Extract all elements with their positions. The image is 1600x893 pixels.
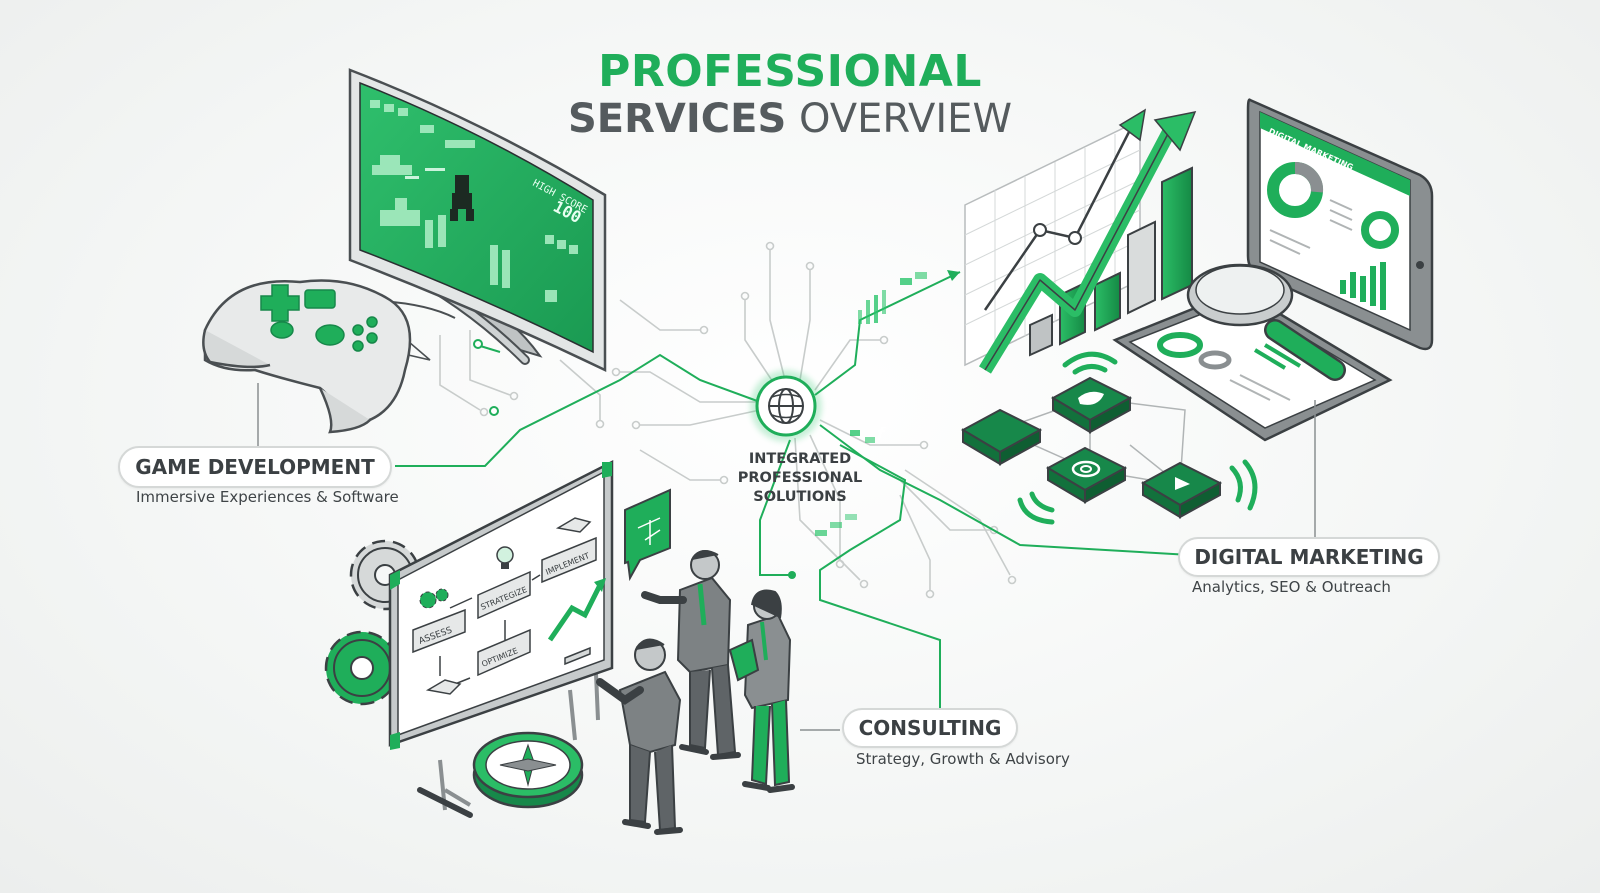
consultant-man-front — [641, 550, 741, 760]
svg-text:f: f — [874, 424, 888, 445]
magnifier-icon — [1186, 263, 1346, 381]
title-rest-word: OVERVIEW — [798, 96, 1012, 142]
gear-small-icon — [419, 588, 449, 609]
title-bold-word: SERVICES — [568, 96, 787, 142]
chat-bubble-icon — [624, 488, 671, 582]
page-title-line2: SERVICES OVERVIEW — [560, 96, 1020, 142]
connection-lines — [395, 270, 1191, 715]
service-pill-game-development[interactable]: GAME DEVELOPMENT — [118, 446, 392, 488]
circuit-traces — [439, 241, 1017, 599]
service-subtitle-consulting: Strategy, Growth & Advisory — [856, 750, 1070, 768]
youtube-icon — [1140, 461, 1223, 519]
hub-label-line3: SOLUTIONS — [753, 489, 847, 505]
lightbulb-icon — [496, 546, 514, 569]
social-network: f — [874, 351, 1258, 525]
service-subtitle-digital-marketing: Analytics, SEO & Outreach — [1192, 578, 1391, 596]
handshake-icon — [425, 517, 592, 695]
hub-label: INTEGRATED PROFESSIONAL SOLUTIONS — [700, 450, 900, 507]
instagram-icon — [1045, 446, 1128, 504]
game-monitor: HIGH SCORE 100 — [348, 68, 607, 372]
hub-label-line2: PROFESSIONAL — [737, 470, 863, 486]
chart-icon — [964, 108, 1197, 374]
compass-icon — [472, 731, 584, 809]
facebook-icon: f — [874, 408, 1043, 466]
twitter-icon — [1050, 376, 1133, 434]
hub-label-line1: INTEGRATED — [748, 451, 852, 467]
marketing-tablet: DIGITAL MARKETING — [1112, 98, 1434, 442]
whiteboard: ASSESS STRATEGIZE IMPLEMENT OPTIMIZE — [388, 459, 614, 818]
page-title-line1: PROFESSIONAL — [598, 46, 982, 97]
consultant-man-back — [596, 638, 683, 835]
consultant-woman — [728, 589, 795, 793]
service-pill-digital-marketing[interactable]: DIGITAL MARKETING — [1178, 537, 1440, 577]
hub-globe-icon — [750, 370, 822, 442]
gamepad-icon — [202, 279, 456, 434]
service-pill-consulting[interactable]: CONSULTING — [842, 708, 1018, 748]
service-subtitle-game-development: Immersive Experiences & Software — [136, 488, 399, 506]
